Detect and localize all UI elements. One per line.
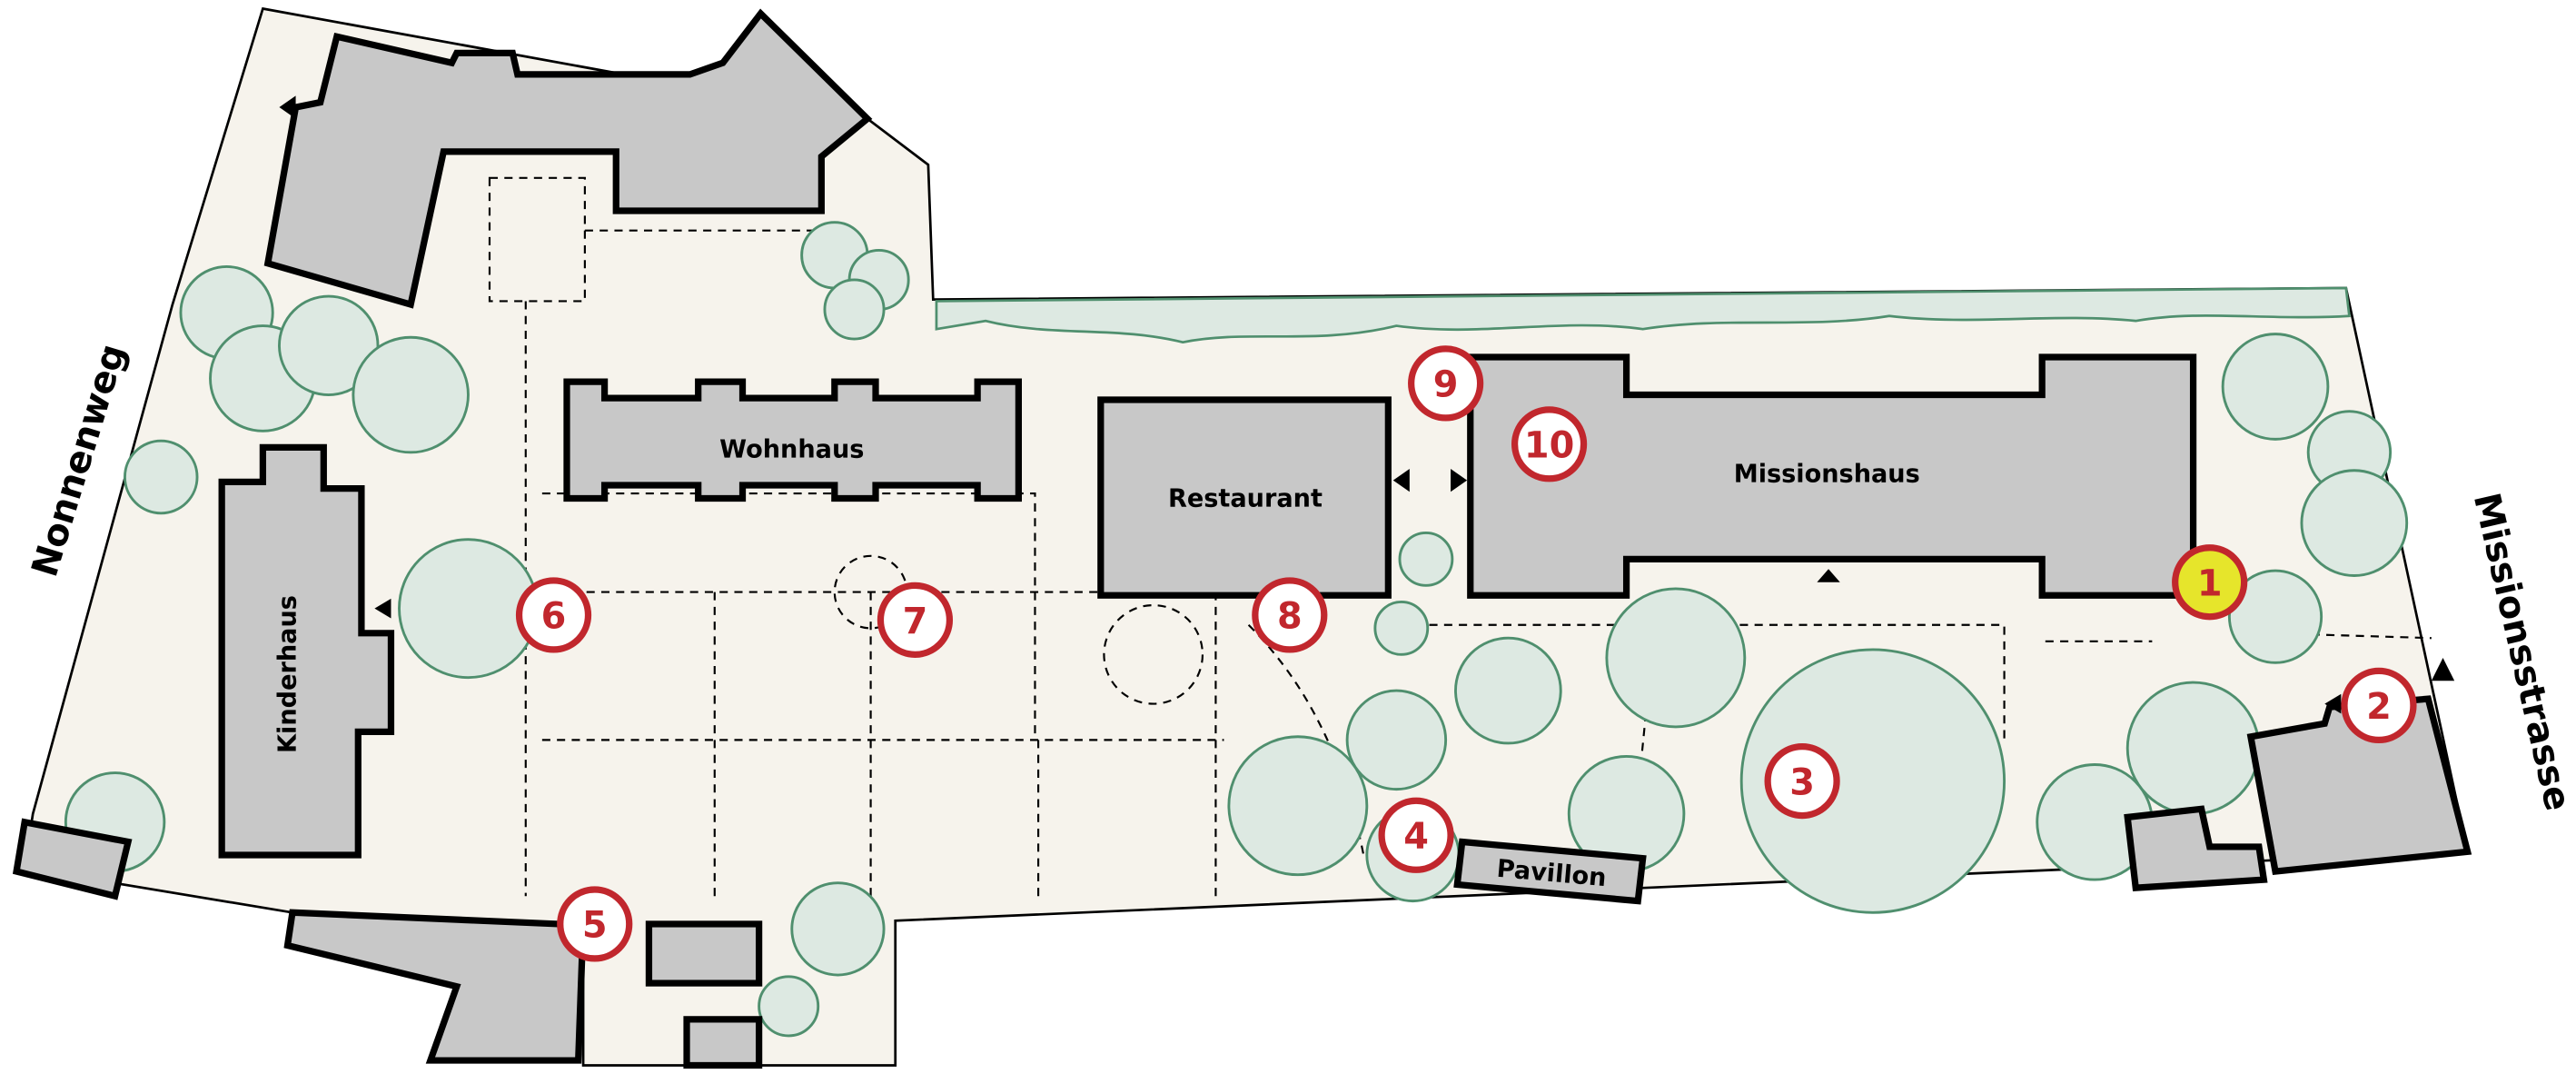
hedge: [935, 286, 2351, 344]
building-east-small: [2124, 805, 2268, 891]
marker-2[interactable]: 2: [2341, 667, 2417, 743]
marker-7[interactable]: 7: [877, 582, 954, 658]
building-south: [283, 909, 587, 1064]
street-missionsstrasse: Missionsstrasse: [2465, 489, 2576, 814]
svg-text:5: 5: [582, 905, 608, 947]
trees: [64, 221, 2409, 1038]
marker-6[interactable]: 6: [515, 577, 592, 653]
label-restaurant: Restaurant: [1168, 485, 1323, 513]
svg-text:2: 2: [2366, 686, 2392, 728]
svg-text:9: 9: [1433, 364, 1459, 406]
building-small-2: [683, 1016, 763, 1069]
svg-text:10: 10: [1524, 425, 1574, 467]
marker-4[interactable]: 4: [1378, 797, 1454, 873]
svg-text:8: 8: [1277, 596, 1303, 638]
svg-text:4: 4: [1403, 816, 1429, 858]
building-east: [2246, 695, 2472, 876]
marker-5[interactable]: 5: [557, 886, 633, 962]
marker-1[interactable]: 1: [2172, 544, 2248, 621]
building-north: [263, 8, 873, 309]
building-pavillon: [1453, 838, 1647, 905]
svg-text:1: 1: [2197, 563, 2223, 605]
building-small-1: [645, 920, 763, 987]
building-sw: [12, 818, 133, 900]
marker-9[interactable]: 9: [1408, 345, 1484, 422]
marker-10[interactable]: 10: [1511, 406, 1588, 482]
svg-text:3: 3: [1789, 761, 1815, 803]
marker-3[interactable]: 3: [1764, 742, 1840, 820]
building-kinderhaus: [218, 443, 395, 859]
entrance-arrows: [279, 95, 2455, 714]
svg-text:6: 6: [541, 596, 567, 638]
marker-8[interactable]: 8: [1252, 577, 1328, 653]
label-wohnhaus: Wohnhaus: [719, 435, 864, 463]
svg-text:7: 7: [903, 601, 928, 642]
building-wohnhaus: [563, 378, 1022, 502]
label-kinderhaus: Kinderhaus: [274, 595, 302, 753]
building-restaurant: [1097, 396, 1392, 599]
label-missionshaus: Missionshaus: [1734, 460, 1920, 488]
